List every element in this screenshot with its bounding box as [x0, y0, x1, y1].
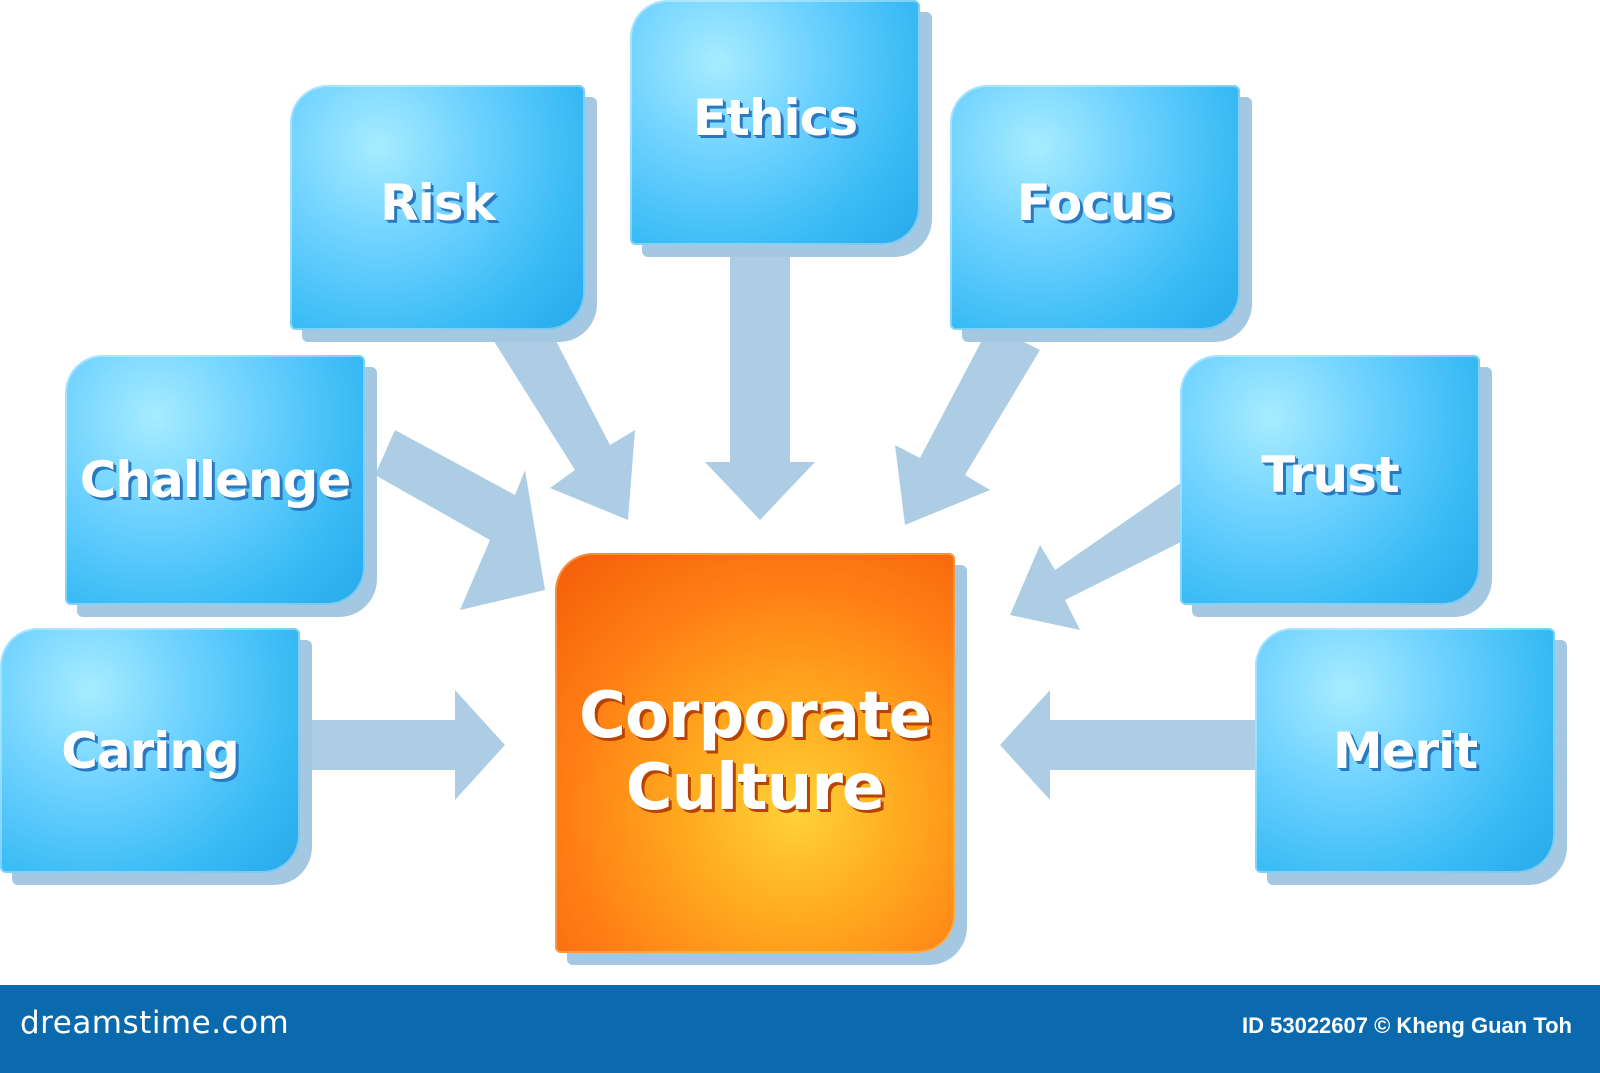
- footer-logo[interactable]: dreamstime.com: [20, 1005, 290, 1041]
- arrow-risk: [490, 310, 635, 520]
- factor-box-risk: Risk: [290, 85, 585, 330]
- factor-box-caring: Caring: [0, 628, 300, 873]
- factor-box-ethics: Ethics: [630, 0, 920, 245]
- arrow-challenge: [375, 430, 545, 610]
- factor-label-merit: Merit: [1332, 721, 1478, 780]
- factor-label-risk: Risk: [380, 173, 496, 232]
- factor-label-trust: Trust: [1261, 446, 1400, 504]
- factor-box-challenge: Challenge: [65, 355, 365, 605]
- diagram: Ethics Risk Focus Challenge Trust Caring…: [0, 0, 1555, 953]
- footer-credit: ID 53022607 © Kheng Guan Toh: [1242, 1013, 1572, 1038]
- center-label-line1: Corporate: [578, 679, 932, 754]
- arrows-layer: [310, 255, 1290, 800]
- factor-label-caring: Caring: [61, 721, 240, 780]
- factor-box-trust: Trust: [1180, 355, 1480, 605]
- center-label-line2: Culture: [625, 751, 886, 825]
- factor-label-challenge: Challenge: [79, 451, 352, 509]
- factor-label-ethics: Ethics: [692, 88, 858, 147]
- factor-box-merit: Merit: [1255, 628, 1555, 873]
- factor-box-focus: Focus: [950, 85, 1240, 330]
- arrow-caring: [310, 690, 505, 800]
- footer-bar: dreamstime.com ID 53022607 © Kheng Guan …: [0, 985, 1600, 1073]
- center-box-corporate-culture: Corporate Culture: [555, 553, 955, 953]
- factor-label-focus: Focus: [1016, 173, 1174, 232]
- arrow-merit: [1000, 690, 1290, 800]
- arrow-trust: [1010, 480, 1205, 630]
- arrow-ethics: [705, 255, 815, 520]
- arrow-focus: [895, 325, 1040, 525]
